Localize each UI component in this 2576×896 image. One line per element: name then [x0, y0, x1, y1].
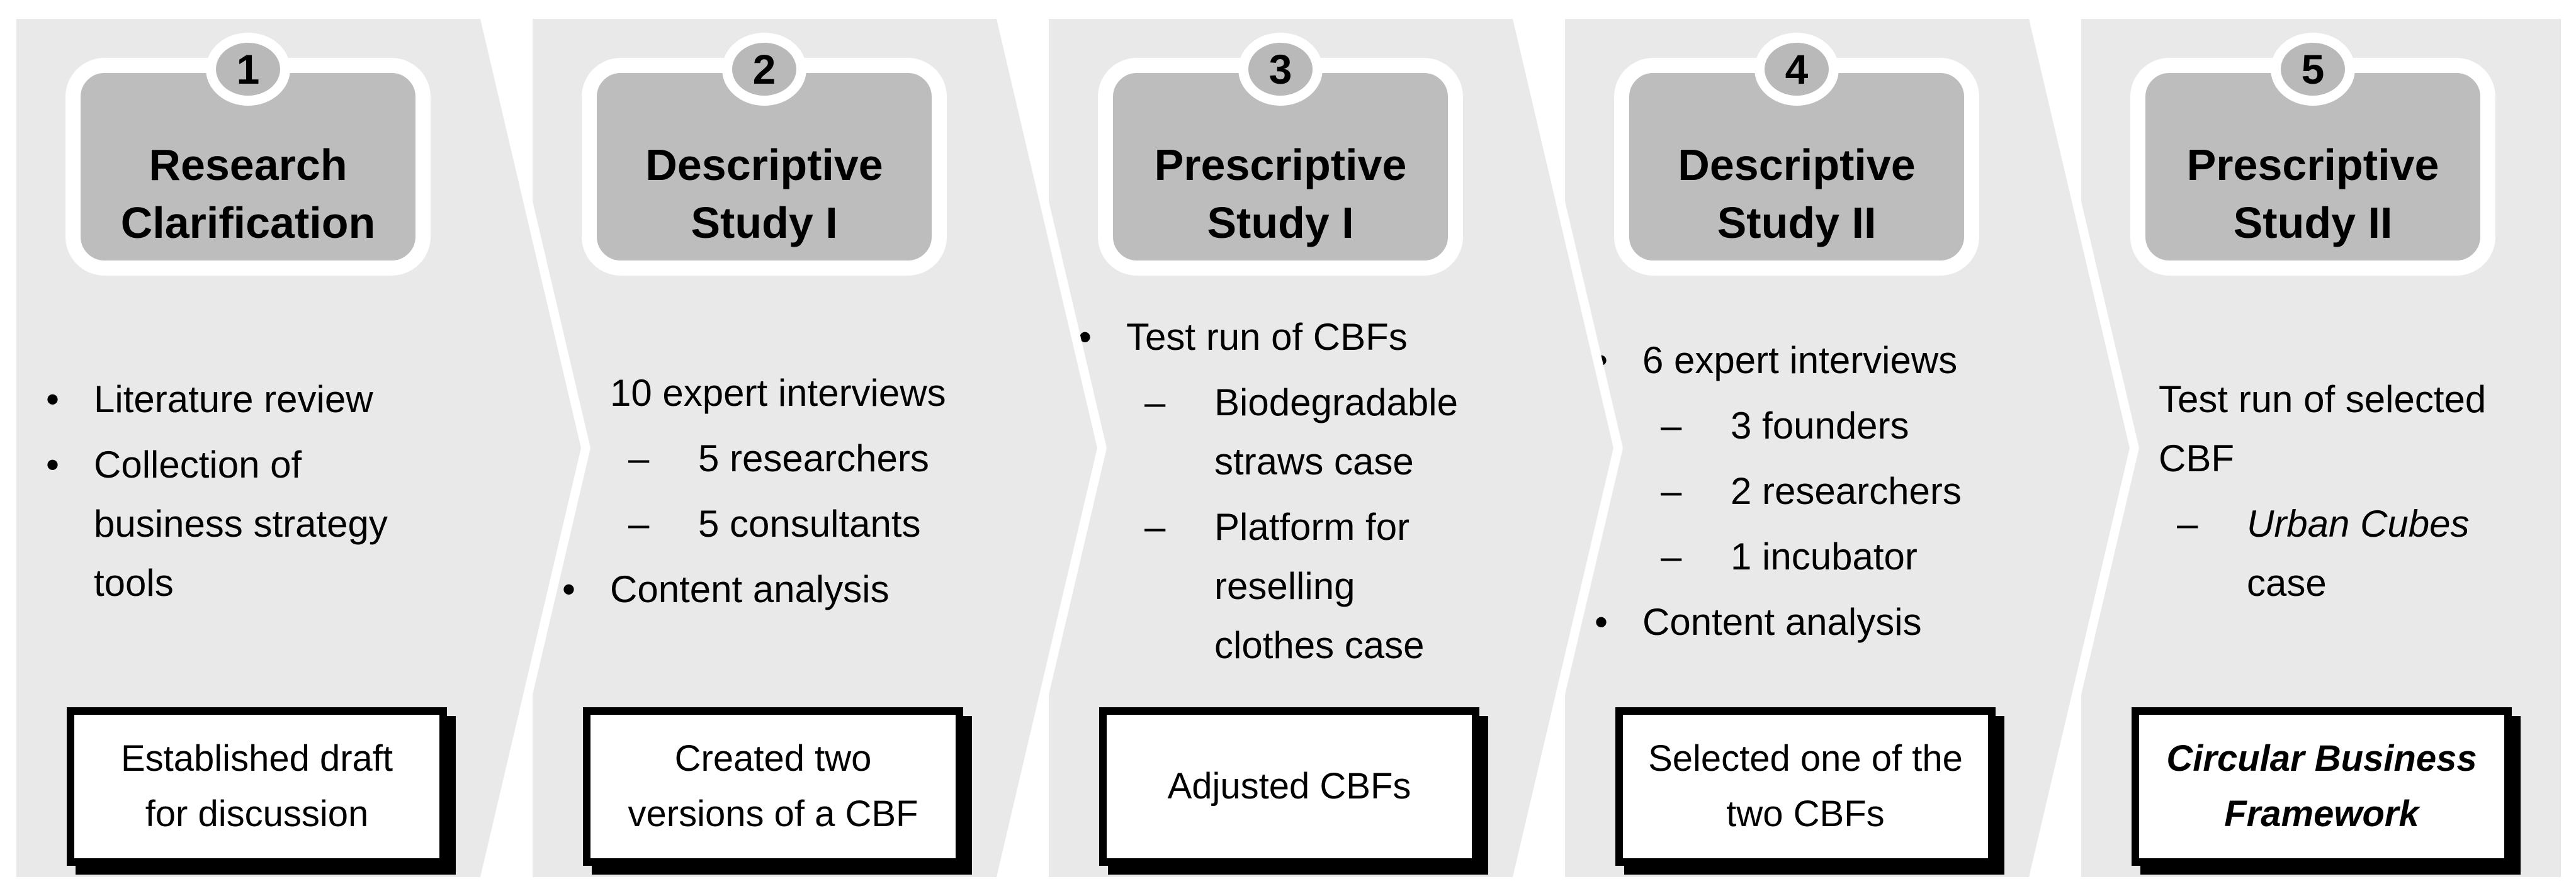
case-suffix: case: [2247, 561, 2327, 604]
bullet-text: 3 founders: [1731, 404, 1909, 447]
bullet-list: • Test run of CBFs – Biodegradable straw…: [1077, 275, 1503, 707]
dash-icon: –: [1144, 505, 1166, 548]
result-box: Adjusted CBFs: [1099, 707, 1479, 866]
case-name-italic: Urban Cubes: [2247, 502, 2470, 545]
stage-number-badge: 4: [1754, 33, 1839, 106]
bullet-text: Literature review: [94, 378, 373, 420]
stage-panel-1: 1 Research Clarification • Literature re…: [16, 19, 581, 877]
stage-title: Research Clarification: [120, 140, 376, 247]
stage-number-badge: 2: [722, 33, 806, 106]
stage-number-badge: 1: [206, 33, 290, 106]
bullet-item: • Content analysis: [561, 560, 987, 619]
dash-icon: –: [1661, 469, 1682, 512]
bullet-item: • Content analysis: [1593, 593, 2020, 652]
dash-icon: –: [1144, 381, 1166, 423]
bullet-text: Biodegradable straws case: [1214, 381, 1458, 483]
bullet-item: • Literature review: [45, 370, 471, 429]
stage-panel-5: 5 Prescriptive Study II • Test run of se…: [2081, 19, 2561, 877]
bullet-item: • Test run of selected CBF: [2110, 370, 2501, 488]
bullet-item: • Test run of CBFs: [1077, 308, 1503, 367]
result-label: Established draft for discussion: [120, 738, 393, 834]
result-label: Adjusted CBFs: [1167, 766, 1411, 807]
result-box: Selected one of the two CBFs: [1615, 707, 1996, 866]
stage-title-box: Descriptive Study I: [582, 58, 947, 276]
stage-title: Prescriptive Study I: [1154, 140, 1407, 247]
dash-icon: –: [628, 502, 650, 545]
bullet-text: 10 expert interviews: [610, 371, 946, 414]
bullet-text: Collection of business strategy tools: [94, 443, 388, 604]
bullet-item: • 10 expert interviews: [561, 364, 987, 423]
dash-icon: –: [2177, 502, 2198, 545]
result-label: Created two versions of a CBF: [628, 738, 918, 834]
bullet-subitem: – 5 researchers: [561, 429, 987, 488]
stage-title: Descriptive Study II: [1678, 140, 1916, 247]
dash-icon: –: [1661, 535, 1682, 578]
bullet-dot-icon: •: [562, 568, 576, 610]
bullet-subitem: – Platform for reselling clothes case: [1077, 498, 1503, 675]
result-box: Created two versions of a CBF: [583, 707, 963, 866]
bullet-text: 1 incubator: [1731, 535, 1918, 578]
bullet-dot-icon: •: [1595, 600, 1608, 643]
bullet-list: • 10 expert interviews – 5 researchers –…: [561, 275, 987, 707]
stage-number-badge: 5: [2271, 33, 2355, 106]
dash-icon: –: [628, 437, 650, 479]
stage-number: 3: [1268, 46, 1292, 92]
bullet-dot-icon: •: [1595, 339, 1608, 381]
bullet-dot-icon: •: [46, 443, 60, 486]
bullet-subitem: – 5 consultants: [561, 495, 987, 554]
bullet-subitem: – 3 founders: [1593, 396, 2020, 456]
result-label: Circular Business Framework: [2166, 738, 2477, 834]
bullet-text: Test run of CBFs: [1126, 315, 1408, 358]
bullet-text: 6 expert interviews: [1642, 339, 1958, 381]
stage-title: Descriptive Study I: [645, 140, 883, 247]
stage-panel-4: 4 Descriptive Study II • 6 expert interv…: [1565, 19, 2130, 877]
bullet-dot-icon: •: [1078, 315, 1092, 358]
result-label: Selected one of the two CBFs: [1648, 738, 1963, 834]
bullet-dot-icon: •: [46, 378, 60, 420]
stage-number: 2: [752, 46, 776, 92]
bullet-text: Urban Cubes case: [2247, 503, 2501, 613]
result-box: Established draft for discussion: [67, 707, 447, 866]
dash-icon: –: [1661, 404, 1682, 447]
bullet-text: Platform for reselling clothes case: [1214, 505, 1425, 666]
stage-number-badge: 3: [1238, 33, 1323, 106]
bullet-subitem: – Urban Cubes case: [2110, 495, 2501, 613]
bullet-text: Test run of selected CBF: [2159, 378, 2487, 479]
result-box: Circular Business Framework: [2132, 707, 2512, 866]
bullet-text: Content analysis: [610, 568, 890, 610]
bullet-list: • Test run of selected CBF – Urban Cubes…: [2110, 275, 2501, 707]
stage-panel-2: 2 Descriptive Study I • 10 expert interv…: [533, 19, 1097, 877]
bullet-list: • Literature review • Collection of busi…: [45, 275, 471, 707]
bullet-list: • 6 expert interviews – 3 founders – 2 r…: [1593, 275, 2020, 707]
bullet-subitem: – 2 researchers: [1593, 462, 2020, 521]
stage-number: 4: [1785, 46, 1809, 92]
bullet-item: • 6 expert interviews: [1593, 331, 2020, 390]
stage-title: Prescriptive Study II: [2186, 140, 2439, 247]
bullet-subitem: – Biodegradable straws case: [1077, 373, 1503, 491]
bullet-text: 2 researchers: [1731, 469, 1962, 512]
stage-panel-3: 3 Prescriptive Study I • Test run of CBF…: [1049, 19, 1613, 877]
bullet-text: 5 researchers: [698, 437, 929, 479]
bullet-item: • Collection of business strategy tools: [45, 435, 471, 613]
bullet-text: 5 consultants: [698, 502, 921, 545]
bullet-text: Content analysis: [1642, 600, 1922, 643]
bullet-subitem: – 1 incubator: [1593, 527, 2020, 586]
stage-number: 5: [2301, 46, 2325, 92]
stage-number: 1: [236, 46, 260, 92]
